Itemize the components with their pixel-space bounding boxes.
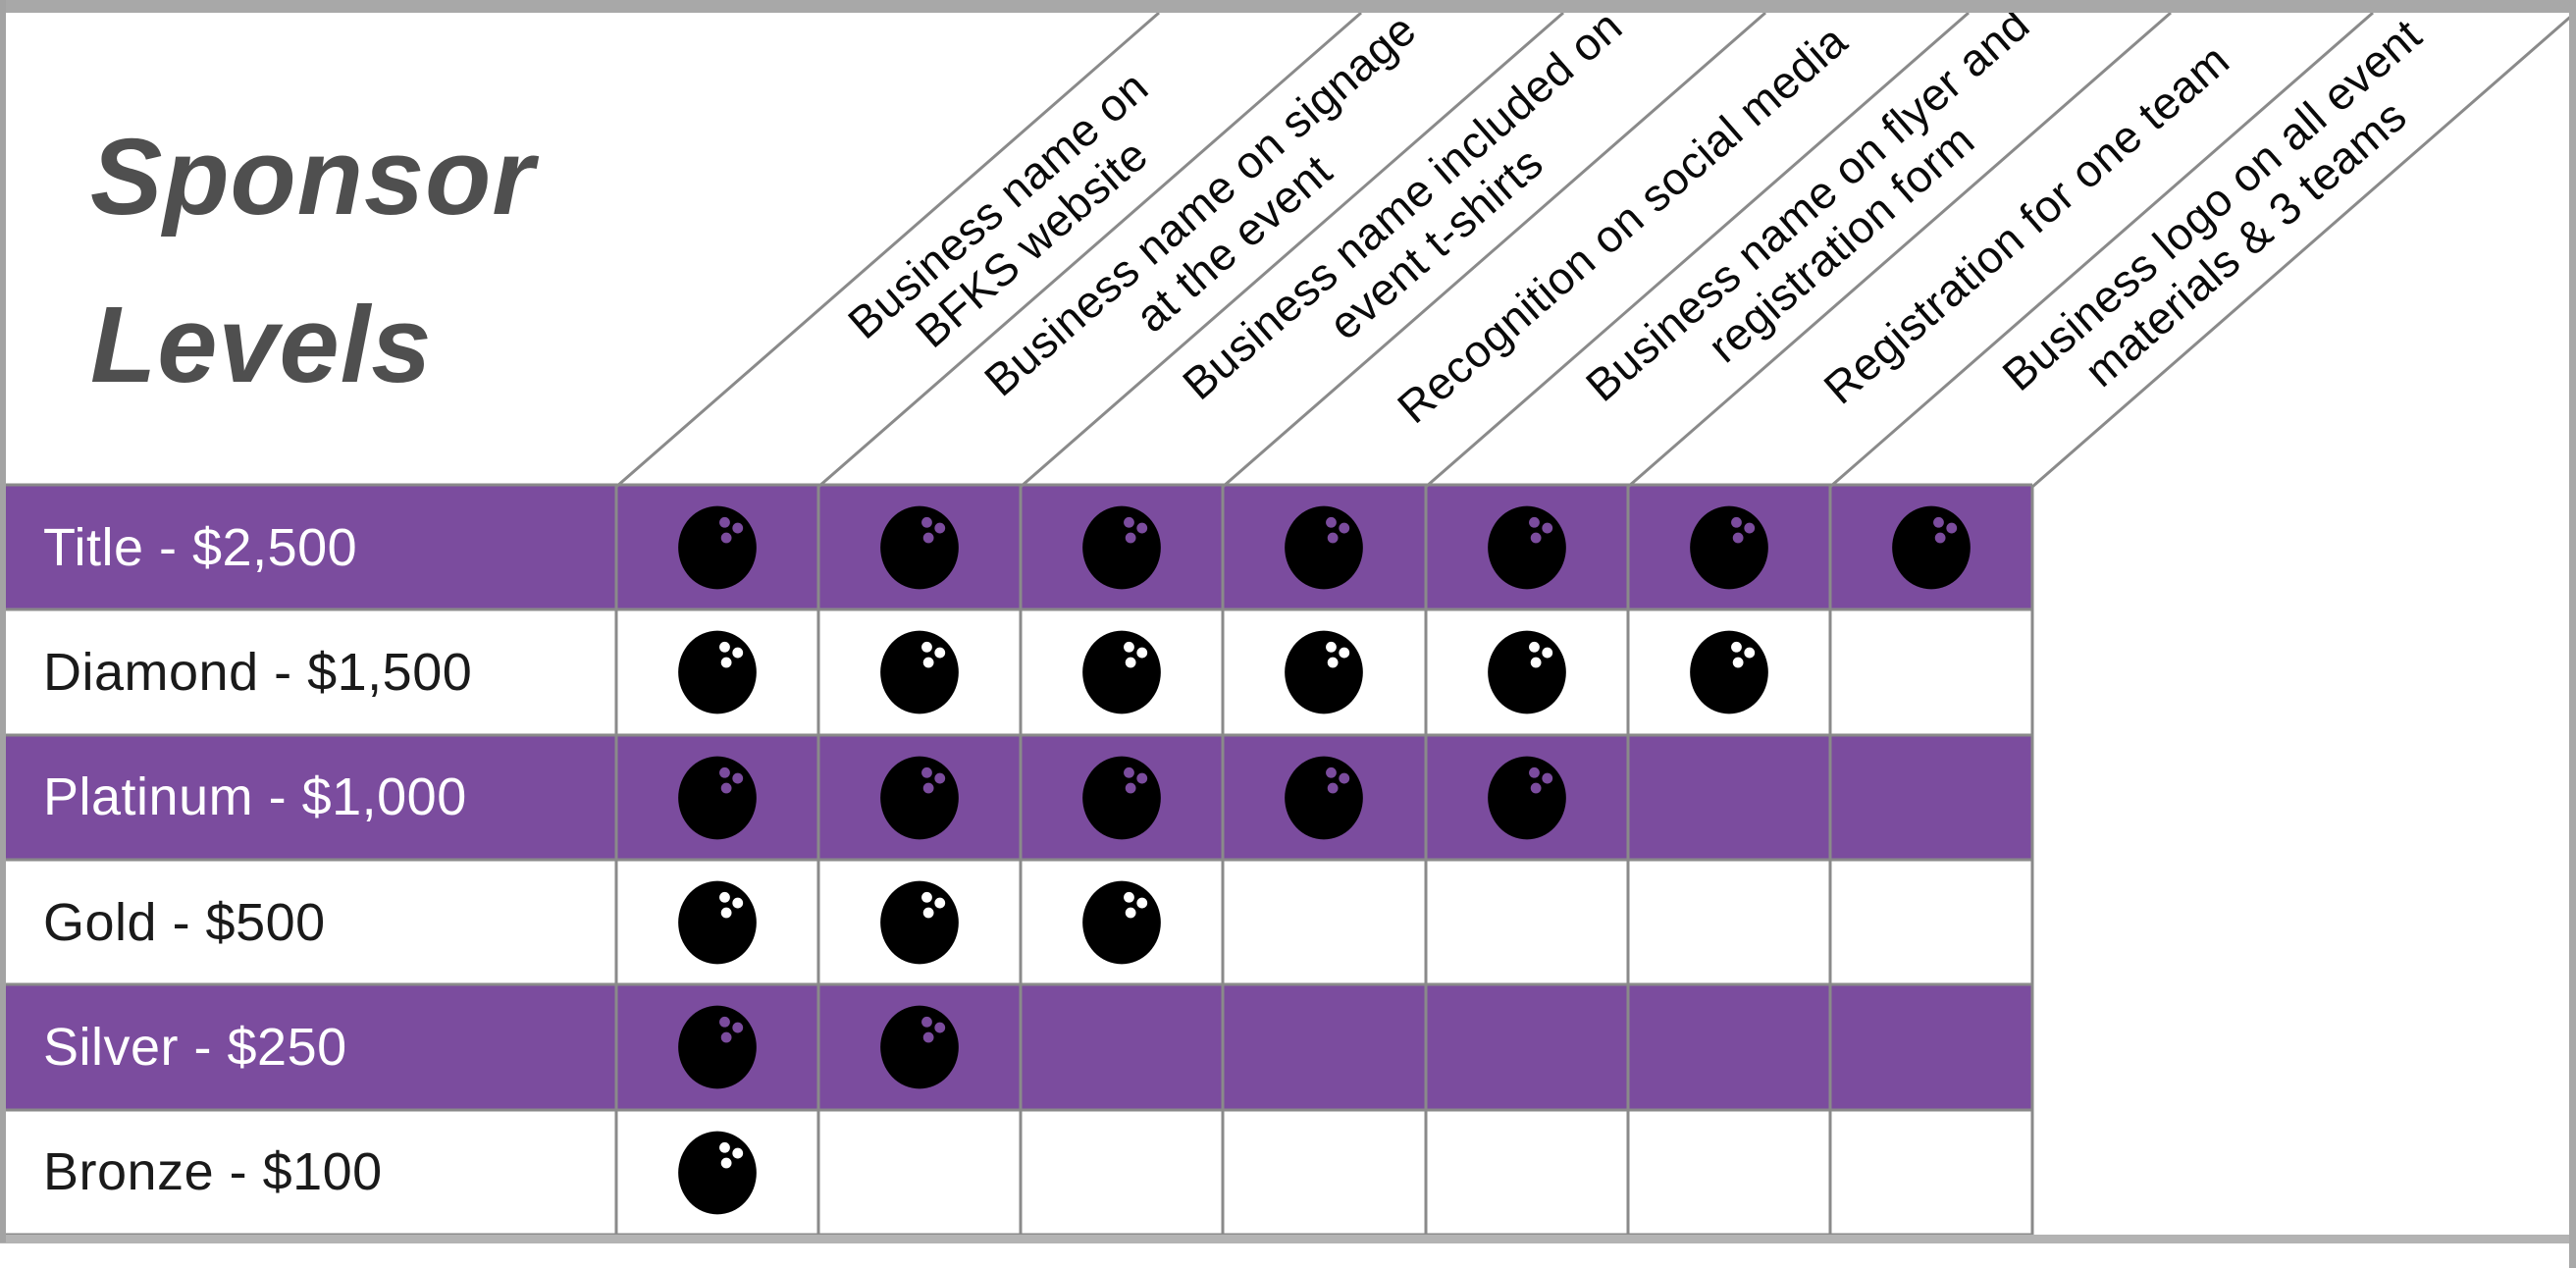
level-row: Platinum - $1,000 bbox=[0, 734, 2032, 860]
bowling-ball-icon bbox=[1080, 629, 1163, 715]
level-label: Gold - $500 bbox=[43, 892, 326, 952]
bowling-ball-icon bbox=[878, 1004, 961, 1090]
frame-right-border bbox=[2569, 0, 2576, 1268]
frame-left-border bbox=[0, 0, 6, 1242]
bowling-ball-icon bbox=[676, 879, 759, 966]
level-row: Diamond - $1,500 bbox=[0, 609, 2032, 735]
bowling-ball-icon bbox=[1080, 504, 1163, 591]
level-label: Bronze - $100 bbox=[43, 1142, 383, 1202]
level-row: Gold - $500 bbox=[0, 860, 2032, 985]
grid-line bbox=[1020, 11, 1564, 489]
bowling-ball-icon bbox=[676, 504, 759, 591]
bowling-ball-icon bbox=[1080, 755, 1163, 841]
bowling-ball-icon bbox=[1486, 629, 1568, 715]
bowling-ball-icon bbox=[878, 629, 961, 715]
page-title: Sponsor Levels bbox=[90, 94, 535, 429]
level-label: Title - $2,500 bbox=[43, 517, 358, 577]
bowling-ball-icon bbox=[1890, 504, 1972, 591]
level-label: Platinum - $1,000 bbox=[43, 767, 467, 827]
bowling-ball-icon bbox=[1283, 755, 1365, 841]
bowling-ball-icon bbox=[676, 755, 759, 841]
grid-line bbox=[1425, 11, 1970, 489]
grid-line bbox=[1829, 11, 2374, 489]
grid-line bbox=[1222, 11, 1766, 489]
bowling-ball-icon bbox=[676, 1130, 759, 1216]
bowling-ball-icon bbox=[1283, 504, 1365, 591]
bowling-ball-icon bbox=[878, 879, 961, 966]
level-row: Silver - $250 bbox=[0, 984, 2032, 1110]
level-label: Diamond - $1,500 bbox=[43, 642, 473, 702]
grid-line bbox=[2031, 11, 2576, 489]
bowling-ball-icon bbox=[878, 755, 961, 841]
bowling-ball-icon bbox=[1080, 879, 1163, 966]
bowling-ball-icon bbox=[1283, 629, 1365, 715]
level-label: Silver - $250 bbox=[43, 1017, 347, 1077]
frame-top-border bbox=[0, 0, 2576, 13]
grid-line bbox=[817, 11, 1362, 489]
page-title-line2: Levels bbox=[90, 284, 433, 405]
bowling-ball-icon bbox=[676, 629, 759, 715]
bowling-ball-icon bbox=[1486, 755, 1568, 841]
grid-line bbox=[615, 11, 1160, 489]
grid-line bbox=[1627, 11, 2172, 489]
bowling-ball-icon bbox=[1688, 629, 1770, 715]
level-row: Title - $2,500 bbox=[0, 485, 2032, 610]
level-row: Bronze - $100 bbox=[0, 1109, 2032, 1235]
bowling-ball-icon bbox=[1486, 504, 1568, 591]
bowling-ball-icon bbox=[676, 1004, 759, 1090]
table-bottom-border bbox=[0, 1235, 2576, 1243]
bowling-ball-icon bbox=[1688, 504, 1770, 591]
page-title-line1: Sponsor bbox=[90, 117, 536, 238]
bowling-ball-icon bbox=[878, 504, 961, 591]
